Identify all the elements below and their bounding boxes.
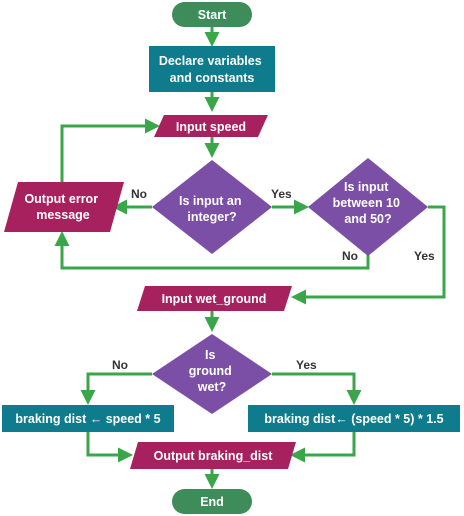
- wet-check-line-3: wet?: [197, 380, 226, 394]
- start-shape: [172, 2, 252, 27]
- arrow-between-yes-to-input-wet: [291, 205, 446, 305]
- arrow-wet-no-to-braking-dry: [80, 372, 152, 405]
- output-error-shape: [4, 182, 124, 232]
- between-check-line-2: between 10: [333, 196, 400, 210]
- declare-label: Declare variables and constants: [159, 54, 265, 85]
- arrow-wet-yes-to-braking-wet: [272, 372, 362, 405]
- wet-check-label: Is ground wet?: [189, 348, 236, 394]
- input-speed-shape: [154, 115, 268, 137]
- between-check-decision: Is input between 10 and 50?: [308, 158, 428, 256]
- edge-label-between-no: No: [342, 249, 358, 263]
- edge-label-wet-no: No: [112, 358, 128, 372]
- braking-wet-process: braking dist← (speed * 5) * 1.5: [248, 405, 460, 432]
- input-wet-io: Input wet_ground: [137, 286, 292, 311]
- input-wet-shape: [137, 286, 292, 311]
- integer-check-line-1: Is input an: [179, 194, 242, 208]
- between-check-shape: [308, 158, 428, 256]
- arrow-braking-dry-to-output: [86, 432, 133, 463]
- between-check-line-1: Is input: [344, 180, 389, 194]
- wet-check-line-2: ground: [189, 364, 232, 378]
- braking-dry-process: braking dist ← speed * 5: [2, 405, 174, 432]
- arrow-braking-wet-to-output: [290, 432, 356, 463]
- output-braking-io: Output braking_dist: [130, 442, 296, 469]
- braking-wet-label: braking dist← (speed * 5) * 1.5: [264, 412, 443, 426]
- declare-label-line-1: Declare variables: [159, 54, 262, 68]
- start-label: Start: [198, 8, 227, 22]
- connectors: [54, 27, 446, 489]
- between-check-label: Is input between 10 and 50?: [333, 180, 404, 226]
- wet-check-decision: Is ground wet?: [152, 334, 272, 414]
- between-check-line-3: and 50?: [344, 212, 391, 226]
- braking-wet-shape: [248, 405, 460, 432]
- input-wet-label: Input wet_ground: [162, 292, 267, 306]
- input-speed-io: Input speed: [154, 115, 268, 137]
- declare-label-line-2: and constants: [170, 71, 255, 85]
- output-error-io: Output error message: [4, 182, 124, 232]
- integer-check-shape: [152, 160, 272, 254]
- edge-labels: No Yes No Yes No Yes: [112, 187, 435, 372]
- wet-check-shape: [152, 334, 272, 414]
- output-braking-shape: [130, 442, 296, 469]
- wet-check-line-1: Is: [205, 348, 215, 362]
- start-terminal: Start: [172, 2, 252, 27]
- end-shape: [172, 489, 252, 514]
- braking-dry-shape: [2, 405, 174, 432]
- arrow-error-loop-to-input-speed: [60, 118, 160, 182]
- integer-check-line-2: integer?: [187, 210, 236, 224]
- output-error-line-1: Output error: [24, 192, 98, 206]
- end-terminal: End: [172, 489, 252, 514]
- declare-process: Declare variables and constants: [149, 46, 275, 92]
- edge-label-wet-yes: Yes: [296, 358, 317, 372]
- input-speed-label: Input speed: [176, 120, 246, 134]
- declare-shape: [149, 46, 275, 92]
- output-error-line-2: message: [36, 208, 90, 222]
- output-braking-label: Output braking_dist: [154, 449, 274, 463]
- integer-check-label: Is input an integer?: [179, 194, 245, 224]
- integer-check-decision: Is input an integer?: [152, 160, 272, 254]
- end-label: End: [200, 495, 224, 509]
- edge-label-integer-no: No: [131, 187, 147, 201]
- output-error-label: Output error message: [24, 192, 101, 222]
- edge-label-between-yes: Yes: [414, 249, 435, 263]
- arrow-between-no-to-error: [54, 231, 370, 270]
- braking-dry-label: braking dist ← speed * 5: [15, 412, 160, 426]
- edge-label-integer-yes: Yes: [271, 187, 292, 201]
